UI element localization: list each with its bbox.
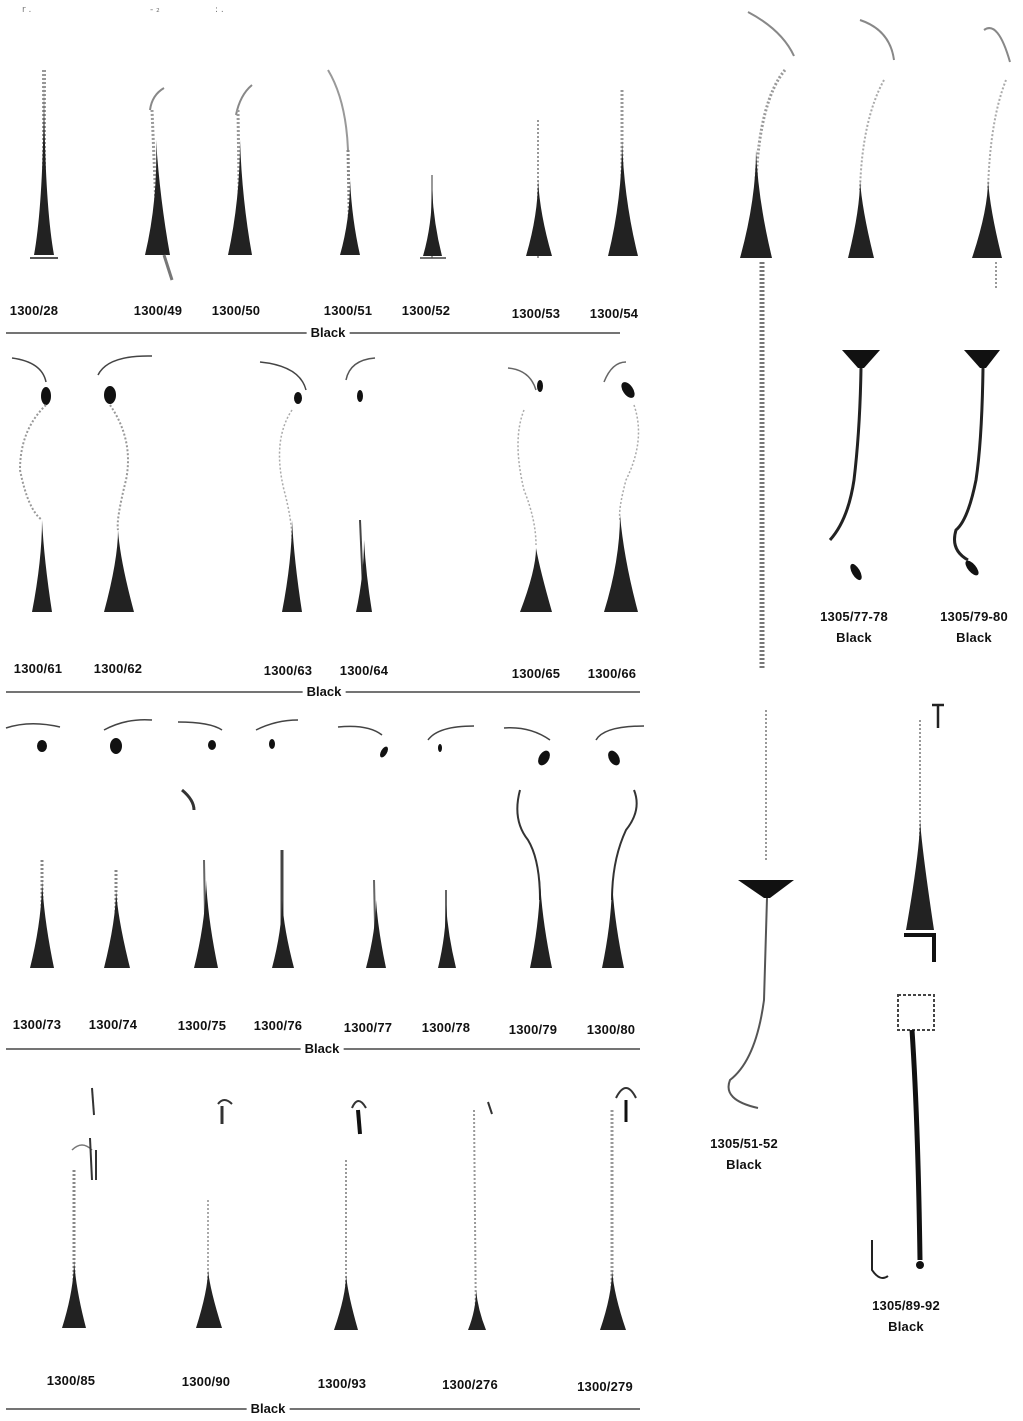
- instrument-1300-65: [507, 367, 552, 612]
- item-code-label: 1300/28: [9, 303, 59, 318]
- instrument-1305-short-1: [848, 19, 895, 258]
- instrument-1300-64: [345, 357, 376, 613]
- item-code-label: 1300/50: [211, 303, 261, 318]
- item-code-label: 1300/73: [12, 1017, 62, 1032]
- instrument-1300-28: [30, 70, 58, 259]
- right-item-label: 1305/51-52 Black: [710, 1133, 778, 1175]
- right-item-color: Black: [836, 630, 872, 645]
- item-code-label: 1300/62: [93, 661, 143, 676]
- instrument-1300-78: [427, 725, 475, 968]
- item-code-label: 1300/90: [181, 1374, 231, 1389]
- group-color-label: Black: [300, 1041, 344, 1056]
- instrument-1300-85: [62, 1087, 97, 1330]
- instrument-1300-62: [97, 355, 153, 612]
- item-code-label: 1300/51: [323, 303, 373, 318]
- instrument-1300-66: [603, 361, 640, 612]
- instrument-1300-93: [334, 1100, 367, 1330]
- item-code-label: 1300/85: [46, 1373, 96, 1388]
- item-code-label: 1300/276: [442, 1377, 498, 1392]
- item-code-label: 1300/74: [88, 1017, 138, 1032]
- instrument-1300-90: [196, 1099, 233, 1328]
- header-fragment: : .: [215, 5, 224, 15]
- instrument-1305-77-78: [828, 350, 880, 581]
- header-fragment: - ₂: [150, 5, 160, 15]
- row3-instruments: [5, 718, 645, 969]
- item-code-label: 1300/65: [511, 666, 561, 681]
- item-code-label: 1300/52: [401, 303, 451, 318]
- item-code-label: 1300/66: [587, 666, 637, 681]
- right-item-code: 1305/51-52: [710, 1136, 778, 1151]
- right-item-code: 1305/79-80: [940, 609, 1008, 624]
- item-code-label: 1300/76: [253, 1018, 303, 1033]
- group-color-label: Black: [302, 684, 346, 699]
- right-item-label: 1305/79-80 Black: [940, 606, 1008, 648]
- instrument-1300-75: [177, 721, 223, 969]
- item-code-label: 1300/77: [343, 1020, 393, 1035]
- instrument-1300-79: [503, 727, 552, 968]
- instrument-1300-73: [5, 723, 61, 968]
- header-marks: r . - ₂ : .: [22, 5, 224, 15]
- instrument-1300-53: [526, 120, 552, 258]
- instrument-1300-50: [228, 84, 253, 256]
- item-code-label: 1300/53: [511, 306, 561, 321]
- right-panel-instruments: [727, 11, 1011, 1279]
- instrument-1300-52: [420, 175, 446, 259]
- row1-instruments: [30, 69, 638, 281]
- instrument-1300-77: [337, 725, 388, 969]
- item-code-label: 1300/49: [133, 303, 183, 318]
- item-code-label: 1300/79: [508, 1022, 558, 1037]
- row2-instruments: [11, 355, 640, 613]
- right-item-code: 1305/89-92: [872, 1298, 940, 1313]
- group-color-label: Black: [306, 325, 350, 340]
- item-code-label: 1300/93: [317, 1376, 367, 1391]
- instrument-1300-61: [11, 357, 52, 612]
- right-item-label: 1305/89-92 Black: [872, 1295, 940, 1337]
- instrument-1300-49: [145, 87, 174, 281]
- header-fragment: r .: [22, 5, 31, 15]
- instrument-long-shaft: [740, 11, 795, 668]
- right-item-code: 1305/77-78: [820, 609, 888, 624]
- item-code-label: 1300/78: [421, 1020, 471, 1035]
- right-item-color: Black: [726, 1157, 762, 1172]
- instrument-1300-51: [327, 69, 360, 256]
- instrument-1305-51-52: [727, 710, 794, 1109]
- item-code-label: 1300/279: [577, 1379, 633, 1394]
- instrument-1300-63: [259, 361, 307, 612]
- row4-instruments: [62, 1087, 637, 1331]
- instrument-1305-89-92: [871, 703, 944, 1279]
- right-item-color: Black: [888, 1319, 924, 1334]
- instrument-1305-79-80: [953, 350, 1000, 576]
- right-item-label: 1305/77-78 Black: [820, 606, 888, 648]
- instrument-1300-276: [468, 1101, 493, 1331]
- group-color-label: Black: [246, 1401, 290, 1416]
- right-item-color: Black: [956, 630, 992, 645]
- instrument-1300-76: [255, 719, 299, 968]
- item-code-label: 1300/54: [589, 306, 639, 321]
- item-code-label: 1300/64: [339, 663, 389, 678]
- instrument-1305-short-2: [972, 27, 1011, 290]
- instrument-1300-54: [608, 90, 638, 258]
- instrument-1300-279: [600, 1087, 637, 1330]
- item-code-label: 1300/75: [177, 1018, 227, 1033]
- instrument-1300-74: [103, 718, 153, 968]
- item-code-label: 1300/61: [13, 661, 63, 676]
- group-rules: [6, 332, 640, 1410]
- instrument-1300-80: [595, 725, 645, 968]
- item-code-label: 1300/63: [263, 663, 313, 678]
- item-code-label: 1300/80: [586, 1022, 636, 1037]
